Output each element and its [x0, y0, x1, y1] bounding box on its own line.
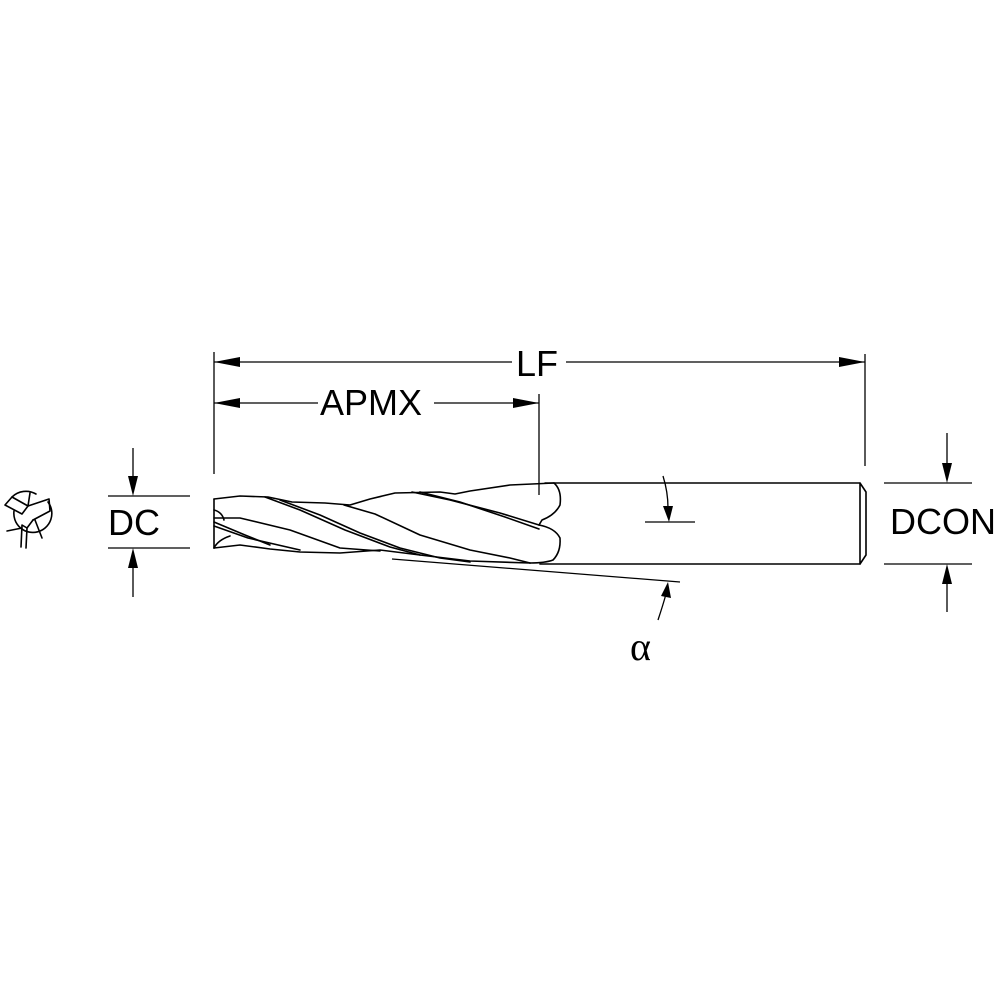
dcon-dimension: DCON: [884, 433, 996, 612]
dc-label: DC: [108, 502, 160, 543]
shank: [539, 482, 867, 565]
end-view-icon: [4, 490, 53, 549]
lf-label: LF: [516, 343, 558, 384]
apmx-dimension: APMX: [214, 382, 539, 423]
apmx-label: APMX: [320, 382, 422, 423]
lf-dimension: LF: [214, 343, 865, 384]
fluted-body: [213, 482, 562, 564]
dc-dimension: DC: [108, 448, 190, 597]
dcon-label: DCON: [890, 501, 996, 542]
alpha-label: α: [630, 624, 651, 669]
taper-angle-dimension: α: [391, 475, 695, 669]
